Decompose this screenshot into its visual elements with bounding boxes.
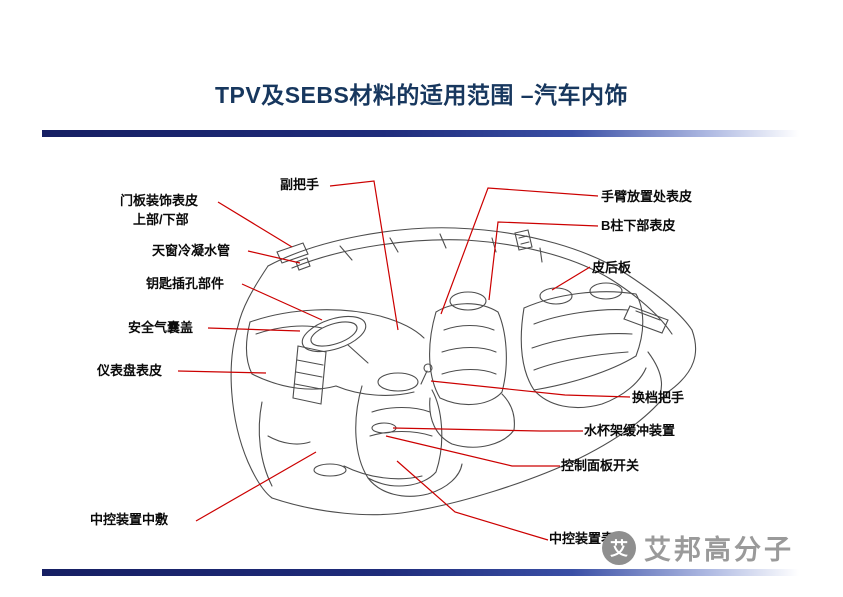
label-key-slot-part: 钥匙插孔部件 [146,276,225,291]
label-gear-shift-handle: 换档把手 [632,390,685,405]
brand-logo-icon: 艾 [602,530,636,565]
label-door-panel-skin-line2: 上部/下部 [133,212,189,227]
title-divider-bar [42,130,799,137]
label-dashboard-skin: 仪表盘表皮 [97,363,163,378]
label-control-panel-switch: 控制面板开关 [561,458,640,473]
label-aux-handle: 副把手 [280,177,320,192]
label-center-console-inlay: 中控装置中敷 [90,512,169,527]
car-sketch [230,227,697,516]
footer-divider-bar [42,569,799,576]
label-sunroof-drain-pipe: 天窗冷凝水管 [152,243,231,258]
label-cup-holder-damper: 水杯架缓冲装置 [584,423,676,438]
brand-name: 艾邦高分子 [644,535,794,565]
watermark: 艾 艾邦高分子 [602,528,794,567]
label-b-pillar-lower-skin: B柱下部表皮 [601,218,676,233]
page-title: TPV及SEBS材料的适用范围 –汽车内饰 [214,82,629,108]
leader-lines [177,180,631,541]
label-door-panel-skin-line1: 门板装饰表皮 [120,193,199,208]
label-airbag-cover: 安全气囊盖 [128,320,194,335]
label-rear-panel-skin: 皮后板 [592,260,632,275]
label-armrest-skin: 手臂放置处表皮 [601,189,693,204]
